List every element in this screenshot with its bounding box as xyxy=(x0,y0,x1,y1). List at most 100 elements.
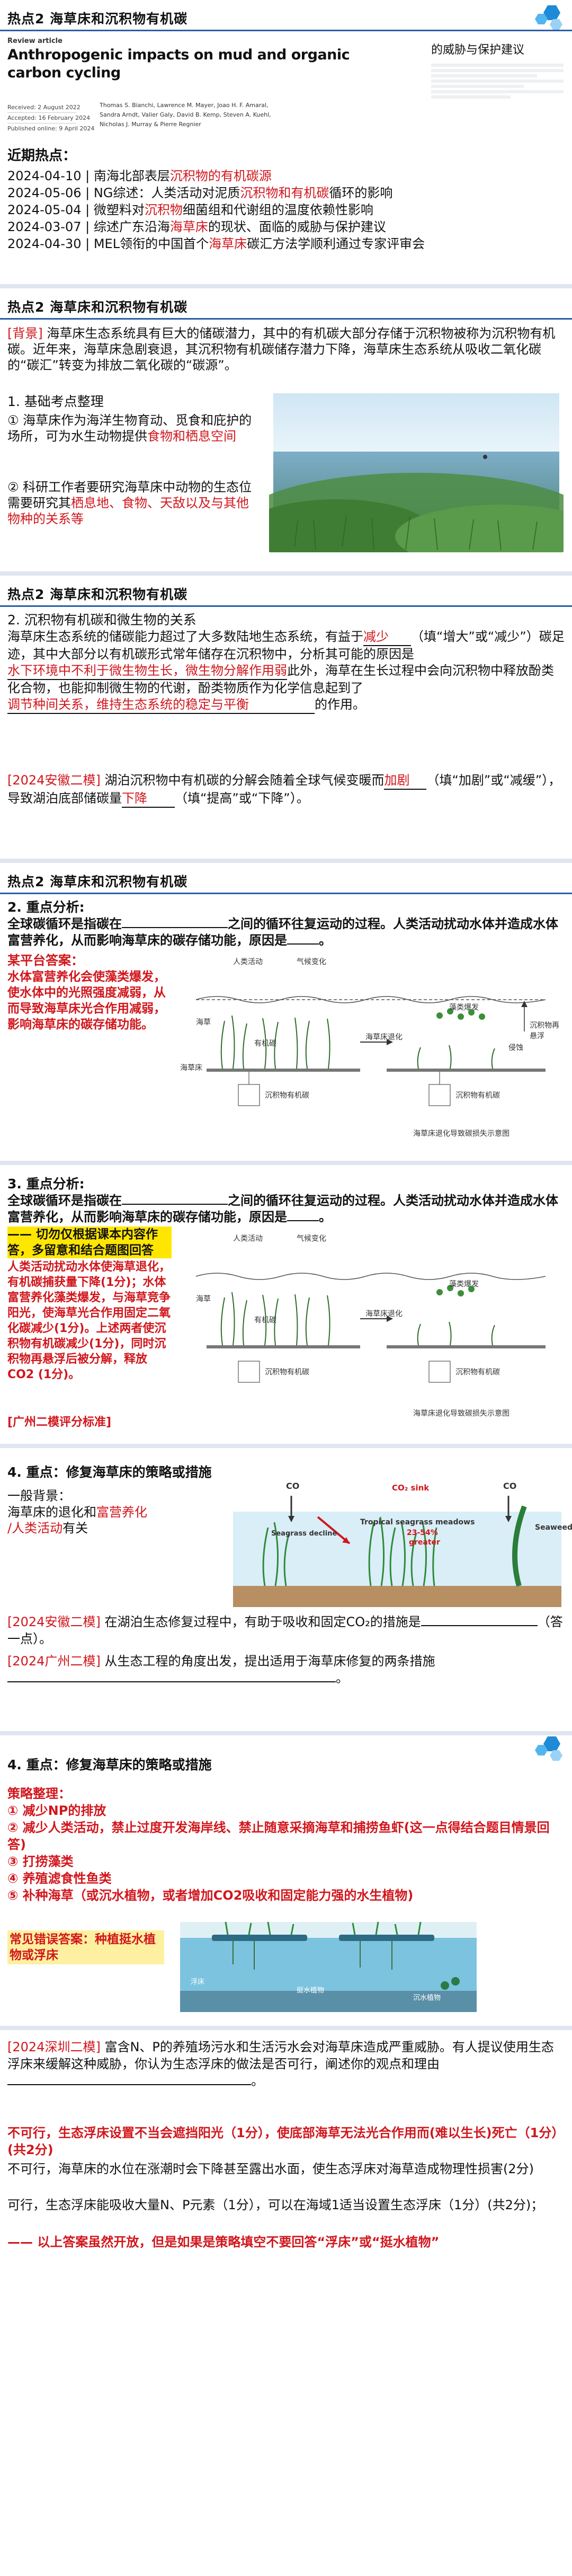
tip-highlight: —— 切勿仅根据课本内容作答，多留意和结合题图回答 xyxy=(7,1227,172,1258)
blank xyxy=(421,1625,538,1626)
analysis-paragraph: 海草床生态系统的储碳能力超过了大多数陆地生态系统，有益于减少（填“增大”或“减少… xyxy=(7,629,565,714)
divider xyxy=(7,112,76,113)
blank-answer: 调节种间关系，维持生态系统的稳定与平衡 xyxy=(7,696,315,714)
label-climate-change: 气候变化 xyxy=(297,1234,326,1243)
answer-2: 不可行，海草床的水位在涨潮时会下降甚至露出水面，使生态浮床对海草造成物理性损害(… xyxy=(7,2162,534,2176)
blank-answer: 减少 xyxy=(363,629,411,646)
label-co2-left: CO xyxy=(286,1481,300,1491)
slide-7: 4. 重点：修复海草床的策略或措施 策略整理： ① 减少NP的排放 ② 减少人类… xyxy=(0,1735,572,2025)
subheading: 策略整理： xyxy=(7,1786,71,1801)
exam-tag: [2024深圳二模] xyxy=(7,2040,101,2054)
label-algae-bloom: 藻类爆发 xyxy=(449,1280,479,1289)
section-heading: 4. 重点：修复海草床的策略或措施 xyxy=(7,1757,212,1772)
decor-hexagon-icon xyxy=(535,5,562,30)
blank xyxy=(287,1220,319,1221)
label-climate-change: 气候变化 xyxy=(297,958,326,966)
paper-received: Received: 2 August 2022 xyxy=(7,104,81,111)
blank-answer: 下降 xyxy=(122,790,175,808)
label-emergent-plant: 挺水植物 xyxy=(297,1987,325,1995)
label-co2-sink: CO₂ sink xyxy=(392,1483,430,1493)
news-highlight: 海草床 xyxy=(169,219,208,234)
blank xyxy=(7,1681,336,1682)
news-item: 2024-04-30 | MEL领衔的中国首个海草床碳汇方法学顺利通过专家评审会 xyxy=(7,236,425,251)
analysis-paragraph: 全球碳循环是指碳在之间的循环往复运动的过程。人类活动扰动水体并造成水体富营养化，… xyxy=(7,1193,558,1224)
label-sediment-oc-1: 沉积物有机碳 xyxy=(265,1368,309,1377)
title-rule xyxy=(0,318,572,320)
news-date: 2024-04-30 xyxy=(7,236,82,251)
platform-answer: 水体富营养化会使藻类爆发，使水体中的光照强度减弱，从而导致海草床光合作用减弱，影… xyxy=(7,970,166,1031)
label-co2-right: CO xyxy=(503,1481,517,1491)
seagrass-degradation-diagram xyxy=(175,1229,567,1409)
paper-authors-3: Nicholas J. Murray & Pierre Regnier xyxy=(100,121,201,128)
strategy-item: ③ 打捞藻类 xyxy=(7,1854,74,1869)
news-date: 2024-03-07 xyxy=(7,219,82,234)
news-item: 2024-05-04 | 微塑料对沉积物细菌组和代谢组的温度依赖性影响 xyxy=(7,202,373,217)
section-heading: 3. 重点分析: xyxy=(7,1176,85,1192)
seagrass-photo xyxy=(269,393,564,552)
label-sediment-oc-1: 沉积物有机碳 xyxy=(265,1091,309,1100)
label-percent: 23-54% xyxy=(407,1529,438,1537)
paper-authors-1: Thomas S. Bianchi, Lawrence M. Mayer, Jo… xyxy=(100,102,269,109)
blank xyxy=(122,927,228,928)
slide-2: 热点2 海草床和沉积物有机碳 [背景] 海草床生态系统具有巨大的储碳潜力，其中的… xyxy=(0,288,572,570)
label-seagrass-meadows: Tropical seagrass meadows xyxy=(360,1518,475,1527)
label-seagrass-decline: Seagrass decline xyxy=(271,1530,337,1538)
label-erosion: 侵蚀 xyxy=(508,1044,523,1052)
question-1: ① 海草床作为海洋生物育动、觅食和庇护的场所，可为水生动物提供食物和栖息空间 xyxy=(7,413,252,444)
blank xyxy=(7,2084,251,2085)
strategy-item: ④ 养殖滤食性鱼类 xyxy=(7,1871,112,1886)
label-organic-carbon: 有机碳 xyxy=(254,1316,276,1325)
exam-tag: [2024安徽二模] xyxy=(7,773,101,788)
title-rule xyxy=(0,30,572,31)
news-highlight: 沉积物的有机碳源 xyxy=(169,169,272,183)
news-list: 2024-04-10 | 南海北部表层沉积物的有机碳源 2024-05-06 |… xyxy=(7,167,569,252)
label-seagrass: 海草 xyxy=(196,1295,211,1303)
label-seaweed: Seaweed xyxy=(535,1523,572,1532)
slide-title: 热点2 海草床和沉积物有机碳 xyxy=(7,299,188,315)
diagram-caption: 海草床退化导致碳损失示意图 xyxy=(413,1130,510,1138)
slide-divider xyxy=(0,1161,572,1165)
label-degradation: 海草床退化 xyxy=(365,1033,403,1042)
slide-title: 热点2 海草床和沉积物有机碳 xyxy=(7,587,188,602)
exam-question: [2024深圳二模] 富含N、P的养殖场污水和生活污水会对海草床造成严重威胁。有… xyxy=(7,2040,554,2088)
news-item: 2024-03-07 | 综述广东沿海海草床的现状、面临的威胁与保护建议 xyxy=(7,219,386,234)
slide-divider xyxy=(0,571,572,576)
label-organic-carbon: 有机碳 xyxy=(254,1039,276,1048)
strategy-list: ① 减少NP的排放 ② 减少人类活动，禁止过度开发海岸线、禁止随意采摘海草和捕捞… xyxy=(7,1802,565,1904)
background-text: 海草床的退化和富营养化 /人类活动有关 xyxy=(7,1505,147,1536)
label-sediment-oc-2: 沉积物有机碳 xyxy=(455,1368,500,1377)
background-tag: [背景] xyxy=(7,326,43,341)
news-item: 2024-04-10 | 南海北部表层沉积物的有机碳源 xyxy=(7,169,272,183)
slide-divider xyxy=(0,284,572,288)
strategy-item: ① 减少NP的排放 xyxy=(7,1803,106,1818)
slide-4: 热点2 海草床和沉积物有机碳 2. 重点分析: 全球碳循环是指碳在之间的循环往复… xyxy=(0,863,572,1160)
answer-1: 不可行，生态浮床设置不当会遮挡阳光（1分），使底部海草无法光合作用而(难以生长)… xyxy=(7,2125,565,2157)
answer-tag: 某平台答案： xyxy=(7,953,84,968)
paper-title-line1: Anthropogenic impacts on mud and organic xyxy=(7,47,350,63)
paper-side-title: 的威胁与保护建议 xyxy=(431,43,525,57)
slide-divider xyxy=(0,859,572,863)
seagrass-carbon-figure xyxy=(233,1480,561,1607)
footnote: —— 以上答案虽然开放，但是如果是策略填空不要回答“浮床”或“挺水植物” xyxy=(7,2235,440,2249)
seagrass-degradation-diagram xyxy=(175,952,567,1132)
answer-3: 可行，生态浮床能吸收大量N、P元素（1分），可以在海域1适当设置生态浮床（1分）… xyxy=(7,2198,544,2212)
paper-published: Published online: 9 April 2024 xyxy=(7,125,95,132)
slide-1: 热点2 海草床和沉积物有机碳 Review article Anthropoge… xyxy=(0,0,572,286)
section-heading: 4. 重点：修复海草床的策略或措施 xyxy=(7,1465,212,1480)
paper-title-line2: carbon cycling xyxy=(7,65,121,81)
label-floating-bed: 浮床 xyxy=(191,1978,205,1986)
label-sediment-oc-2: 沉积物有机碳 xyxy=(455,1091,500,1100)
answer-1: 食物和栖息空间 xyxy=(147,429,236,444)
slide-8: [2024深圳二模] 富含N、P的养殖场污水和生活污水会对海草床造成严重威胁。有… xyxy=(0,2030,572,2576)
news-highlight: 沉积物 xyxy=(144,202,183,217)
paper-accepted: Accepted: 16 February 2024 xyxy=(7,114,91,121)
slide-divider xyxy=(0,1444,572,1448)
paper-tag: Review article xyxy=(7,37,62,45)
news-highlight: 沉积物和有机碳 xyxy=(240,186,329,200)
label-human-activity: 人类活动 xyxy=(233,1234,263,1243)
scoring-tag: [广州二模评分标准] xyxy=(7,1416,112,1429)
news-highlight: 海草床 xyxy=(209,236,247,251)
paper-snippet: Review article Anthropogenic impacts on … xyxy=(4,35,350,146)
paper-side-body xyxy=(431,61,564,125)
news-date: 2024-05-04 xyxy=(7,202,82,217)
